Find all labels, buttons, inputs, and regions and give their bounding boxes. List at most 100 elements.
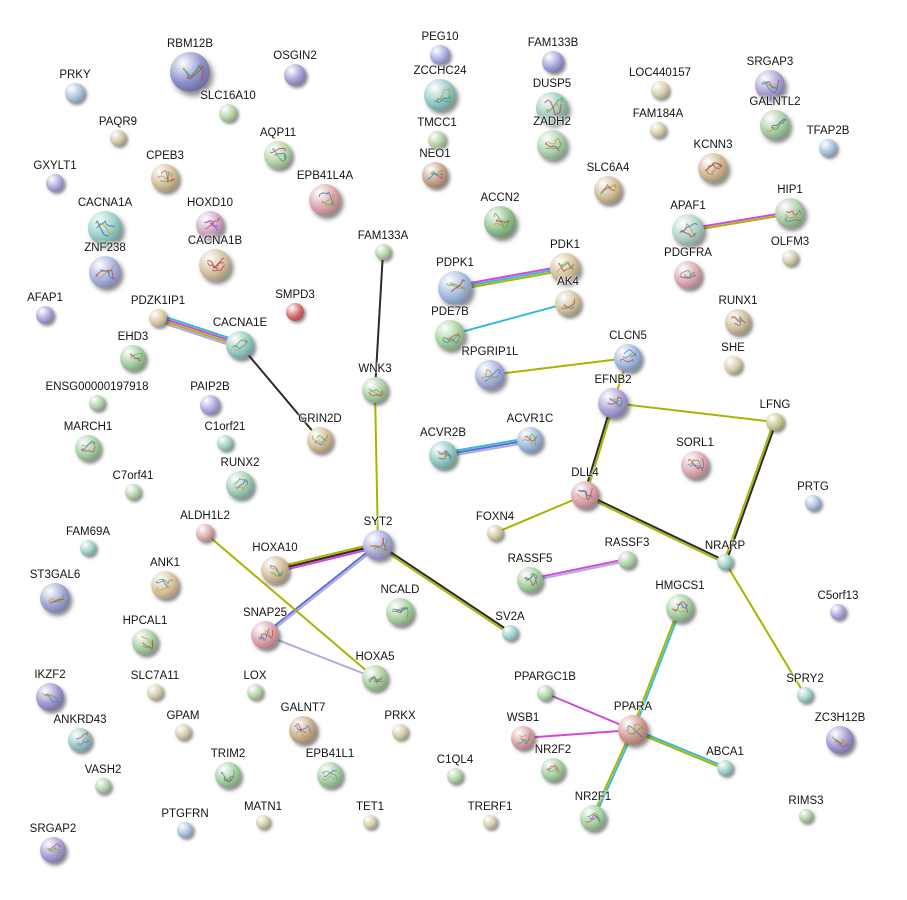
node-C5orf13[interactable] [830, 604, 846, 620]
node-CACNA1E[interactable] [226, 331, 254, 359]
node-ZNF238[interactable] [89, 256, 121, 288]
edge-SNAP25-HOXA5[interactable] [264, 634, 376, 679]
node-TRIM2[interactable] [215, 762, 241, 788]
node-MATN1[interactable] [256, 815, 270, 829]
node-C1orf21[interactable] [217, 435, 233, 451]
node-ZADH2[interactable] [537, 130, 567, 160]
edge-LFNG-NRARP[interactable] [723, 421, 777, 563]
node-RPGRIP1L[interactable] [475, 360, 505, 390]
node-GALNTL2[interactable] [760, 110, 790, 140]
node-TRERF1[interactable] [483, 815, 497, 829]
node-TET1[interactable] [363, 815, 377, 829]
node-ALDH1L2[interactable] [196, 524, 214, 542]
edge-DLL4-NRARP[interactable] [584, 493, 726, 564]
node-ENSG00000197918[interactable] [89, 395, 105, 411]
node-CPEB3[interactable] [151, 164, 179, 192]
node-PDK1[interactable] [550, 253, 580, 283]
node-SPRY2[interactable] [797, 687, 813, 703]
node-SV2A[interactable] [502, 625, 518, 641]
edge-FAM133A-WNK3[interactable] [374, 251, 384, 391]
edge-PPARA-ABCA1[interactable] [632, 728, 726, 770]
node-HPCAL1[interactable] [132, 629, 158, 655]
node-RUNX2[interactable] [226, 471, 254, 499]
node-TFAP2B[interactable] [819, 139, 837, 157]
node-APAF1[interactable] [672, 214, 704, 246]
node-LFNG[interactable] [766, 413, 784, 431]
node-FAM133A[interactable] [375, 244, 391, 260]
node-RUNX1[interactable] [725, 309, 751, 335]
node-NEO1[interactable] [422, 162, 448, 188]
node-HIP1[interactable] [775, 198, 805, 228]
node-ACVR2B[interactable] [429, 441, 457, 469]
node-GPAM[interactable] [175, 724, 191, 740]
node-PRKY[interactable] [65, 83, 85, 103]
node-LOX[interactable] [247, 684, 263, 700]
edge-RASSF5-RASSF3[interactable] [529, 557, 628, 583]
node-MARCH1[interactable] [75, 435, 101, 461]
node-SYT2[interactable] [363, 530, 393, 560]
node-SLC7A11[interactable] [147, 684, 163, 700]
node-EHD3[interactable] [120, 345, 146, 371]
node-ZC3H12B[interactable] [826, 726, 854, 754]
node-PAIP2B[interactable] [200, 395, 220, 415]
edge-ALDH1L2-HOXA5[interactable] [204, 532, 376, 679]
node-GALNT7[interactable] [289, 716, 317, 744]
node-KCNN3[interactable] [698, 153, 728, 183]
edge-PPARA-NR2F1[interactable] [591, 729, 635, 819]
node-EPB41L1[interactable] [317, 762, 343, 788]
edge-EFNB2-DLL4[interactable] [582, 402, 616, 496]
node-ANKRD43[interactable] [68, 728, 92, 752]
node-NCALD[interactable] [386, 598, 414, 626]
node-WNK3[interactable] [362, 377, 388, 403]
node-NRARP[interactable] [717, 554, 733, 570]
node-FAM184A[interactable] [650, 122, 666, 138]
node-RASSF5[interactable] [517, 567, 543, 593]
node-ZCCHC24[interactable] [424, 79, 456, 111]
node-SRGAP3[interactable] [755, 70, 785, 100]
edge-SYT2-SNAP25[interactable] [263, 543, 380, 637]
node-IKZF2[interactable] [36, 683, 64, 711]
node-HOXA5[interactable] [362, 665, 388, 691]
node-PDPK1[interactable] [438, 271, 472, 305]
node-SLC16A10[interactable] [219, 104, 237, 122]
node-HMGCS1[interactable] [666, 594, 694, 622]
node-DUSP5[interactable] [536, 92, 568, 124]
node-ACVR1C[interactable] [517, 427, 543, 453]
node-FAM69A[interactable] [80, 540, 96, 556]
node-PRTG[interactable] [805, 495, 821, 511]
node-AFAP1[interactable] [36, 306, 54, 324]
node-SRGAP2[interactable] [40, 837, 66, 863]
node-PRKX[interactable] [392, 724, 408, 740]
node-ST3GAL6[interactable] [40, 583, 70, 613]
node-ANK1[interactable] [151, 571, 179, 599]
node-PPARA[interactable] [618, 715, 648, 745]
node-C1QL4[interactable] [447, 768, 463, 784]
node-RIMS3[interactable] [799, 809, 813, 823]
node-AQP11[interactable] [264, 141, 292, 169]
node-FAM133B[interactable] [542, 51, 564, 73]
node-CACNA1A[interactable] [88, 211, 122, 245]
node-C7orf41[interactable] [125, 484, 141, 500]
node-PPARGC1B[interactable] [537, 685, 553, 701]
node-DLL4[interactable] [571, 481, 599, 509]
node-PAQR9[interactable] [110, 130, 126, 146]
node-NR2F2[interactable] [541, 758, 565, 782]
node-PDZK1IP1[interactable] [149, 309, 167, 327]
node-TMCC1[interactable] [428, 131, 446, 149]
edge-SYT2-HOXA10[interactable] [274, 541, 379, 574]
node-EFNB2[interactable] [598, 388, 628, 418]
node-OSGIN2[interactable] [284, 64, 306, 86]
node-LOC440157[interactable] [651, 81, 669, 99]
edge-WNK3-SYT2[interactable] [374, 389, 379, 546]
node-RASSF3[interactable] [618, 551, 636, 569]
edge-DLL4-FOXN4[interactable] [494, 494, 586, 534]
node-SORL1[interactable] [681, 451, 709, 479]
node-SHE[interactable] [724, 356, 742, 374]
edge-PDE7B-AK4[interactable] [449, 302, 569, 336]
node-SLC6A4[interactable] [594, 176, 622, 204]
node-PDE7B[interactable] [435, 320, 465, 350]
edge-RPGRIP1L-CLCN5[interactable] [489, 357, 629, 376]
node-ABCA1[interactable] [717, 760, 733, 776]
node-ACCN2[interactable] [484, 206, 516, 238]
node-PTGFRN[interactable] [177, 822, 193, 838]
